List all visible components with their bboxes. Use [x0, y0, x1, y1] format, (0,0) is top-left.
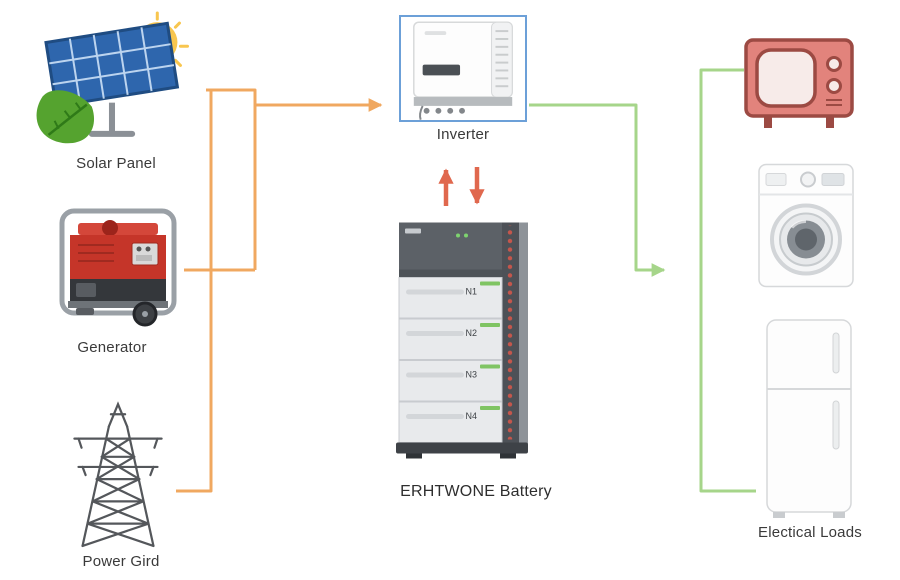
inverter-display [422, 64, 461, 76]
refrigerator-icon [761, 316, 857, 522]
battery-logo [405, 228, 421, 234]
battery-module: N3 [398, 360, 503, 402]
battery-rail-edge [519, 222, 528, 444]
battery-stack-icon: N1 N2 N3 N4 [396, 219, 532, 460]
battery-module: N4 [398, 401, 503, 443]
panel-base [88, 130, 136, 137]
battery-module-label: N1 [465, 287, 477, 297]
battery-led [464, 233, 468, 238]
generator-panel [131, 242, 159, 266]
generator-label: Generator [77, 339, 147, 356]
generator-icon [48, 196, 188, 336]
electrical-loads-label: Electical Loads [758, 524, 862, 541]
generator-cap [102, 220, 118, 236]
inverter-highlight-box [399, 15, 527, 122]
washing-machine-icon [756, 161, 856, 290]
generator-frame [59, 208, 177, 316]
washer-drawer [765, 173, 787, 186]
battery-led [456, 233, 460, 238]
battery-module-label: N4 [465, 411, 477, 421]
inverter-icon [413, 21, 513, 120]
tv-leg [826, 116, 834, 128]
inverter-connectors [423, 107, 465, 114]
loads-distribution-line [699, 68, 756, 493]
battery-module-label: N2 [465, 328, 477, 338]
power-grid-icon [52, 392, 184, 552]
tower-lattice [73, 401, 163, 548]
tv-icon [742, 31, 858, 135]
generator-base [68, 301, 168, 308]
panel-face [44, 21, 180, 108]
fridge-handle [832, 400, 840, 450]
solar-panel-icon [28, 6, 200, 152]
grid-feed-line [176, 90, 213, 493]
washer-door [770, 203, 842, 276]
inverter-to-loads-arrow [529, 103, 666, 277]
fridge-foot [833, 512, 845, 518]
fridge-body [766, 319, 852, 513]
fridge-foot [773, 512, 785, 518]
leaf-icon [36, 90, 95, 144]
tv-knob [826, 56, 842, 72]
battery-connector-dots [503, 225, 518, 440]
battery-module: N2 [398, 318, 503, 360]
panel-pole [108, 102, 116, 132]
tv-knob [826, 78, 842, 94]
tv-screen [755, 48, 817, 108]
fridge-handle [832, 332, 840, 374]
washer-display [821, 173, 845, 186]
battery-module-label: N3 [465, 370, 477, 380]
inverter-label: Inverter [436, 126, 490, 143]
generator-foot [76, 308, 94, 315]
battery-module: N1 [398, 277, 503, 319]
battery-label: ERHTWONE Battery [400, 483, 552, 500]
inverter-port-strip [413, 97, 513, 106]
solar-feed-line [206, 88, 257, 270]
solar-panel-label: Solar Panel [76, 155, 156, 172]
power-grid-label: Power Gird [82, 553, 160, 570]
tv-leg [764, 116, 772, 128]
washer-knob [800, 171, 816, 188]
battery-base [396, 442, 528, 454]
